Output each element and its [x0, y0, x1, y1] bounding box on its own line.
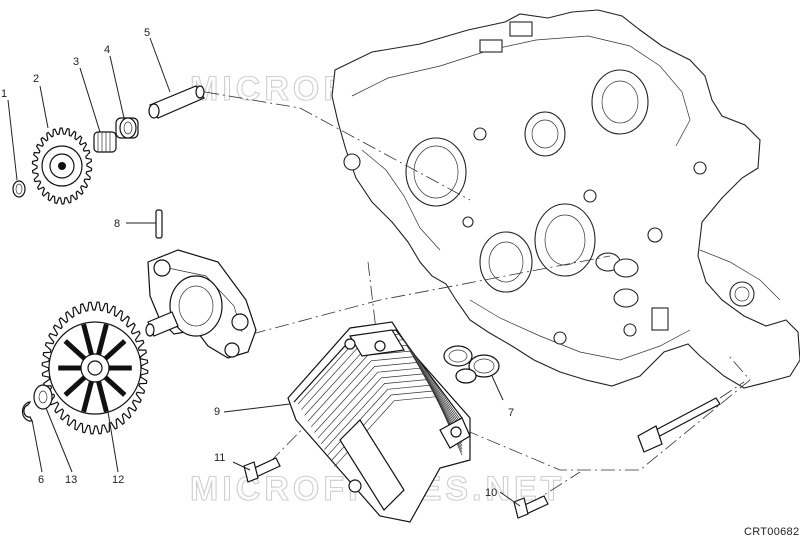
cooler-fin — [307, 350, 463, 432]
gear-spoke — [96, 380, 109, 413]
bolt-part-11 — [243, 457, 281, 483]
pin-part-8 — [155, 209, 163, 239]
callout-10: 10 — [485, 487, 497, 499]
gear-spoke — [63, 374, 88, 397]
circlip-part-1 — [12, 180, 26, 198]
callout-5: 5 — [144, 27, 150, 39]
callout-4: 4 — [104, 44, 110, 56]
callout-3: 3 — [73, 56, 79, 68]
gear-spoke — [96, 323, 109, 356]
callout-11: 11 — [214, 452, 225, 464]
callout-9: 9 — [214, 406, 220, 418]
callout-8: 8 — [114, 218, 120, 230]
cooler-fin — [317, 367, 463, 441]
crankcase — [331, 9, 800, 389]
cooler-fin — [324, 379, 463, 450]
oil-cooler-part-9 — [287, 321, 471, 523]
bushing-part-4 — [115, 117, 139, 139]
cooler-fin — [310, 356, 463, 435]
gear-part-12 — [41, 301, 149, 435]
callout-12: 12 — [112, 474, 124, 486]
callout-7: 7 — [508, 407, 514, 419]
circlip-part-6 — [21, 401, 33, 422]
bolt-part-10 — [513, 495, 549, 519]
callout-13: 13 — [65, 474, 77, 486]
gear-spoke — [102, 374, 127, 397]
cooler-fin — [320, 373, 463, 445]
gear-spoke — [102, 339, 127, 362]
long-bolt — [637, 397, 721, 453]
callout-2: 2 — [33, 73, 39, 85]
shaft-part-5 — [148, 85, 205, 119]
gear-spoke — [81, 380, 94, 413]
water-pump-housing — [145, 249, 257, 359]
callout-6: 6 — [38, 474, 44, 486]
leader-lines — [7, 37, 521, 507]
gear-part-2 — [31, 127, 93, 205]
callout-1: 1 — [1, 88, 7, 100]
cooler-fin — [314, 362, 463, 438]
o-rings-part-7 — [443, 345, 500, 384]
gear-spoke — [81, 323, 94, 356]
spline-gear-part-3 — [93, 131, 117, 153]
gear-spoke — [63, 339, 88, 362]
drawing-code: CRT00682 — [744, 526, 799, 538]
washer-part-13 — [33, 384, 53, 410]
